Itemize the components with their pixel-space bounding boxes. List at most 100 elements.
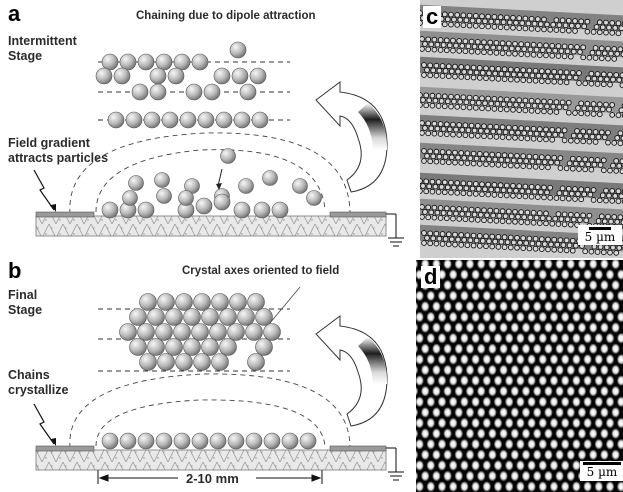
lattice-spot (443, 322, 452, 333)
particle (129, 308, 147, 326)
particle (201, 338, 219, 356)
lattice-spot (566, 386, 575, 397)
lattice-spot (416, 396, 424, 407)
lattice-spot (572, 354, 581, 365)
lattice-spot (454, 449, 463, 460)
lattice-spot (499, 343, 508, 354)
particle (219, 338, 237, 356)
lattice-spot (477, 301, 486, 312)
lattice-spot (555, 343, 564, 354)
lattice-spot (449, 396, 458, 407)
stage-label-b: Final Stage (8, 288, 42, 318)
lattice-spot (572, 311, 581, 323)
particle (173, 432, 191, 450)
lattice-spot (421, 301, 430, 312)
lattice-spot (611, 280, 620, 291)
lattice-spot (566, 449, 575, 460)
lattice-spot (499, 386, 508, 397)
particle (173, 53, 191, 71)
lattice-spot (443, 301, 452, 312)
lattice-spot (577, 449, 587, 460)
particle (101, 201, 119, 219)
lattice-spot (482, 439, 491, 450)
particle (129, 338, 147, 356)
lattice-spot (527, 269, 536, 280)
lattice-spot (488, 364, 497, 376)
lattice-spot (421, 386, 430, 397)
lattice-spot (499, 364, 508, 376)
lattice-spot (460, 460, 469, 471)
particle (201, 308, 219, 326)
lattice-spot (482, 396, 491, 407)
lattice-spot (421, 343, 430, 354)
lattice-spot (443, 449, 452, 460)
particle (119, 323, 137, 341)
lattice-spot (566, 301, 575, 312)
particle (237, 308, 255, 326)
particle (122, 190, 138, 206)
lattice-spot (493, 439, 503, 450)
lattice-spot (465, 428, 475, 439)
lattice-spot (600, 280, 609, 291)
substrate-a (35, 215, 387, 237)
lattice-spot (572, 290, 581, 301)
lattice-spot (611, 449, 620, 460)
particle (165, 338, 183, 356)
lattice-spot (488, 260, 497, 270)
substrate-b (35, 449, 387, 471)
particle (213, 67, 231, 85)
lattice-spot (527, 481, 536, 492)
lattice-spot (572, 417, 581, 429)
particle (253, 201, 271, 219)
lattice-spot (521, 343, 531, 354)
lattice-spot (594, 311, 603, 323)
lattice-spot (605, 481, 615, 492)
particle (157, 293, 175, 311)
lattice-spot (561, 417, 570, 429)
micrograph-d (416, 260, 623, 492)
lattice-spot (544, 428, 553, 439)
particle (262, 170, 278, 186)
lattice-spot (510, 301, 519, 312)
particle (178, 190, 194, 206)
lattice-spot (421, 364, 430, 376)
lattice-spot (617, 269, 623, 280)
lattice-spot (505, 417, 514, 429)
lattice-spot (505, 481, 514, 492)
lattice-spot (533, 386, 542, 397)
lattice-spot (600, 343, 609, 354)
ground-icon-b (386, 447, 404, 481)
particle (139, 353, 157, 371)
particle (247, 353, 265, 371)
lattice-spot (538, 269, 547, 280)
lattice-spot (600, 301, 609, 312)
lattice-spot (416, 481, 424, 492)
lattice-spot (516, 269, 525, 280)
particle (191, 323, 209, 341)
lattice-spot (443, 407, 452, 418)
lattice-spot (594, 333, 603, 344)
particle (113, 67, 131, 85)
lattice-spot (583, 417, 592, 429)
lattice-spot (566, 280, 575, 291)
lattice-spot (583, 290, 592, 301)
lattice-spot (577, 428, 587, 439)
lattice-spot (426, 481, 435, 492)
lattice-spot (426, 354, 435, 365)
lattice-spot (454, 322, 463, 333)
lattice-spot (488, 407, 497, 418)
leader-line-b (269, 286, 301, 324)
lattice-spot (471, 481, 480, 492)
lattice-spot (421, 449, 430, 460)
lattice-spot (416, 450, 419, 460)
lattice-spot (416, 471, 419, 481)
lattice-spot (594, 396, 603, 407)
lattice-spot (533, 280, 542, 291)
lattice-spot (605, 375, 615, 386)
lattice-spot (544, 386, 553, 397)
lattice-spot (538, 311, 547, 323)
lattice-spot (594, 481, 603, 492)
lattice-spot (510, 343, 519, 354)
lattice-spot (555, 322, 564, 333)
lattice-spot (416, 333, 424, 344)
